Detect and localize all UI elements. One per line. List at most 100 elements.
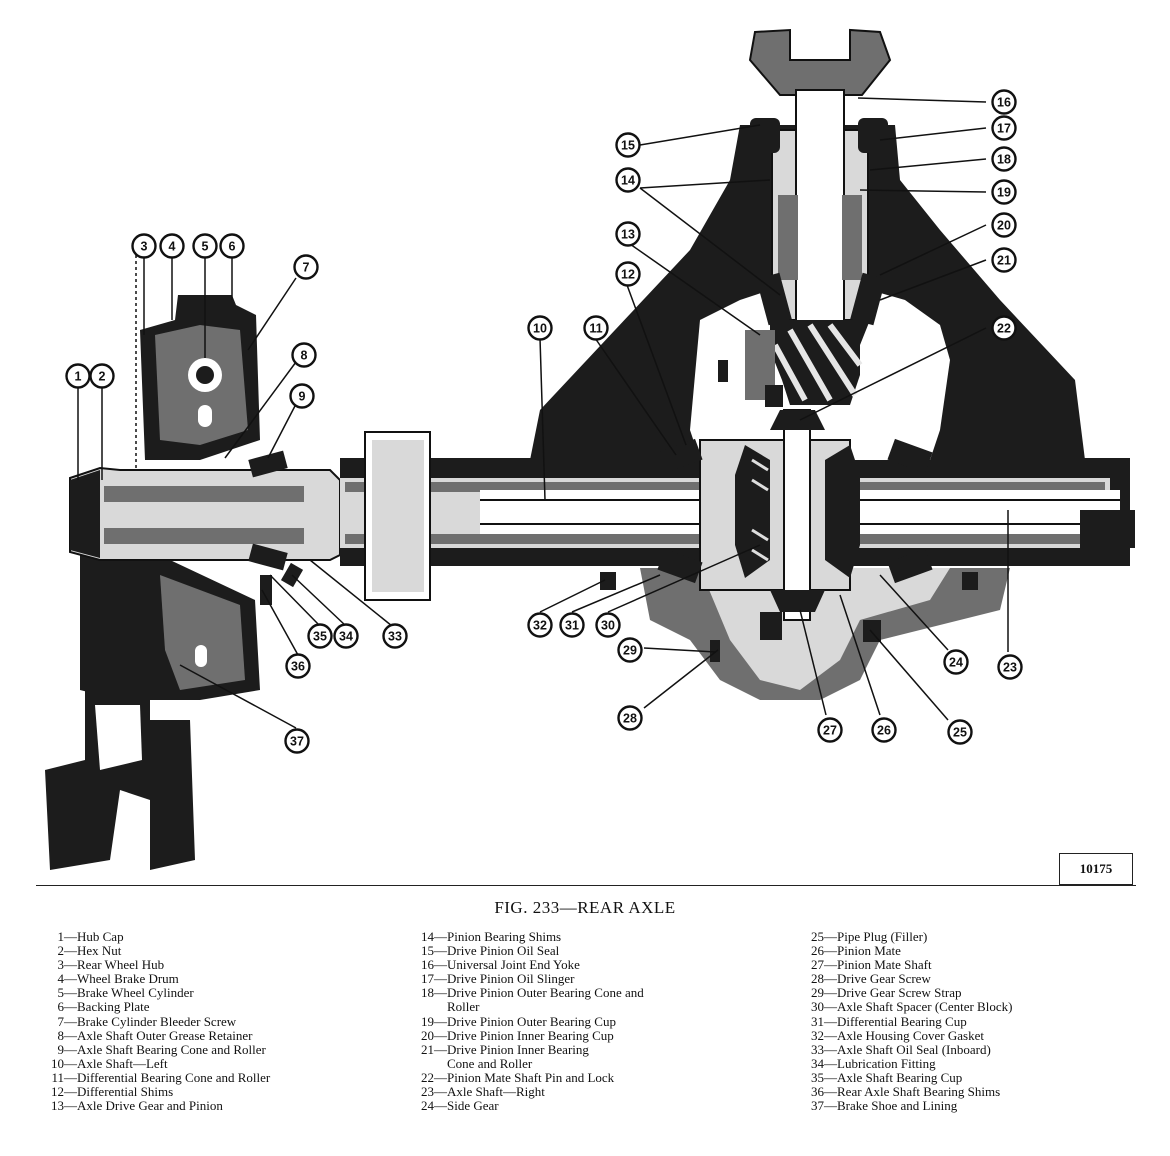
callout-circle [307, 623, 333, 649]
legend-item-label: Rear Axle Shaft Bearing Shims [837, 1084, 1001, 1100]
callout-circle [382, 623, 408, 649]
legend-item-dash: — [64, 929, 77, 944]
callout-number: 33 [388, 630, 402, 644]
legend-item-label: Drive Gear Screw [837, 971, 931, 987]
callout-circle [617, 705, 643, 731]
legend-item-8: 8—Axle Shaft Outer Grease Retainer [34, 1027, 270, 1043]
callout-number: 26 [877, 724, 891, 738]
cutaway-svg: 1234567891011121314151617181920212223242… [45, 28, 1135, 870]
legend-item-number: 32 [811, 1027, 824, 1043]
legend-item-25: 25—Pipe Plug (Filler) [794, 929, 1012, 944]
legend-item-dash: — [824, 929, 837, 944]
legend-item-label: Lubrication Fitting [837, 1055, 936, 1071]
callout-28: 28 [617, 705, 643, 731]
legend-item-label: Backing Plate [77, 999, 150, 1015]
legend-item-26: 26—Pinion Mate [794, 943, 1012, 959]
callout-12: 12 [615, 261, 641, 287]
legend-item-dash: — [824, 1013, 837, 1029]
legend-item-23: 23—Axle Shaft—Right [404, 1084, 644, 1100]
figure-number: 10175 [1079, 861, 1113, 876]
callout-circle [991, 89, 1017, 115]
callout-circle [615, 132, 641, 158]
callout-number: 31 [565, 619, 579, 633]
callout-circle [527, 612, 553, 638]
callout-number: 28 [623, 712, 637, 726]
legend-item-label: Differential Bearing Cup [837, 1013, 967, 1029]
callout-20: 20 [991, 212, 1017, 238]
callout-33: 33 [382, 623, 408, 649]
callout-circle [615, 221, 641, 247]
callout-circle [192, 233, 218, 259]
legend-item-number: 28 [811, 971, 824, 987]
callout-number: 35 [313, 630, 327, 644]
legend-item-label: Pinion Bearing Shims [447, 929, 562, 944]
legend-item-dash: — [64, 999, 77, 1015]
callout-circle [595, 612, 621, 638]
callout-number: 36 [291, 660, 305, 674]
legend-item-dash: — [64, 971, 77, 987]
callout-number: 23 [1003, 661, 1017, 675]
callout-circle [997, 654, 1023, 680]
legend-item-19: 19—Drive Pinion Outer Bearing Cup [404, 1013, 644, 1029]
legend-item-label: Axle Shaft—Left [77, 1055, 168, 1071]
legend-item-number: 33 [811, 1041, 824, 1057]
legend-item-34: 34—Lubrication Fitting [794, 1055, 1012, 1071]
legend-item-3: 3—Rear Wheel Hub [34, 958, 270, 972]
callout-circle [285, 653, 311, 679]
callout-number: 2 [99, 370, 106, 384]
callout-number: 27 [823, 724, 837, 738]
callout-number: 30 [601, 619, 615, 633]
legend-item-37: 37—Brake Shoe and Lining [794, 1099, 1012, 1113]
callout-number: 25 [953, 726, 967, 740]
callout-number: 12 [621, 268, 635, 282]
legend-item-dash: — [434, 929, 447, 944]
callout-10: 10 [527, 315, 553, 341]
callout-17: 17 [991, 115, 1017, 141]
differential-carrier-housing [530, 28, 1085, 460]
callout-14: 14 [615, 167, 641, 193]
legend-item-number: 27 [811, 957, 824, 973]
callout-25: 25 [947, 719, 973, 745]
callout-circle [991, 212, 1017, 238]
legend-item-35: 35—Axle Shaft Bearing Cup [794, 1069, 1012, 1085]
callout-circle [293, 254, 319, 280]
legend-item-dash: — [824, 943, 837, 959]
callout-circle [219, 233, 245, 259]
legend-item-dash: — [434, 1027, 447, 1043]
legend-item-dash: — [824, 971, 837, 987]
callout-circle [333, 623, 359, 649]
legend-item-number: 24 [421, 1098, 434, 1114]
legend-item-dash: — [434, 1041, 447, 1057]
callout-29: 29 [617, 637, 643, 663]
legend-item-label: Differential Shims [77, 1084, 174, 1100]
callout-19: 19 [991, 179, 1017, 205]
legend-item-dash: — [64, 1055, 77, 1071]
legend-item-dash: — [824, 1098, 837, 1114]
figure-caption: FIG. 233—REAR AXLE [494, 898, 676, 917]
legend-item-dash: — [434, 957, 447, 973]
legend-item-label: Axle Shaft—Right [447, 1084, 545, 1100]
legend-item-5: 5—Brake Wheel Cylinder [34, 986, 270, 1000]
callout-number: 1 [75, 370, 82, 384]
legend-item-7: 7—Brake Cylinder Bleeder Screw [34, 1014, 270, 1029]
legend-item-label: Pipe Plug (Filler) [837, 929, 928, 944]
legend-item-number: 1 [57, 929, 65, 944]
legend-item-dash: — [434, 985, 447, 1001]
legend-item-number: 4 [57, 971, 65, 987]
callout-number: 7 [303, 261, 310, 275]
legend-item-number: 35 [811, 1069, 824, 1085]
legend-item-number: 19 [421, 1013, 434, 1029]
legend-item-label: Drive Pinion Outer Bearing Cup [447, 1013, 616, 1029]
legend-item-number: 8 [57, 1027, 65, 1043]
callout-number: 17 [997, 122, 1011, 136]
callout-number: 18 [997, 153, 1011, 167]
legend-item-dash: — [434, 1069, 447, 1085]
callout-2: 2 [89, 363, 115, 389]
callout-3: 3 [131, 233, 157, 259]
legend-item-label: Hex Nut [77, 943, 122, 959]
callout-number: 14 [621, 174, 635, 188]
legend-item-1: 1—Hub Cap [34, 929, 270, 944]
